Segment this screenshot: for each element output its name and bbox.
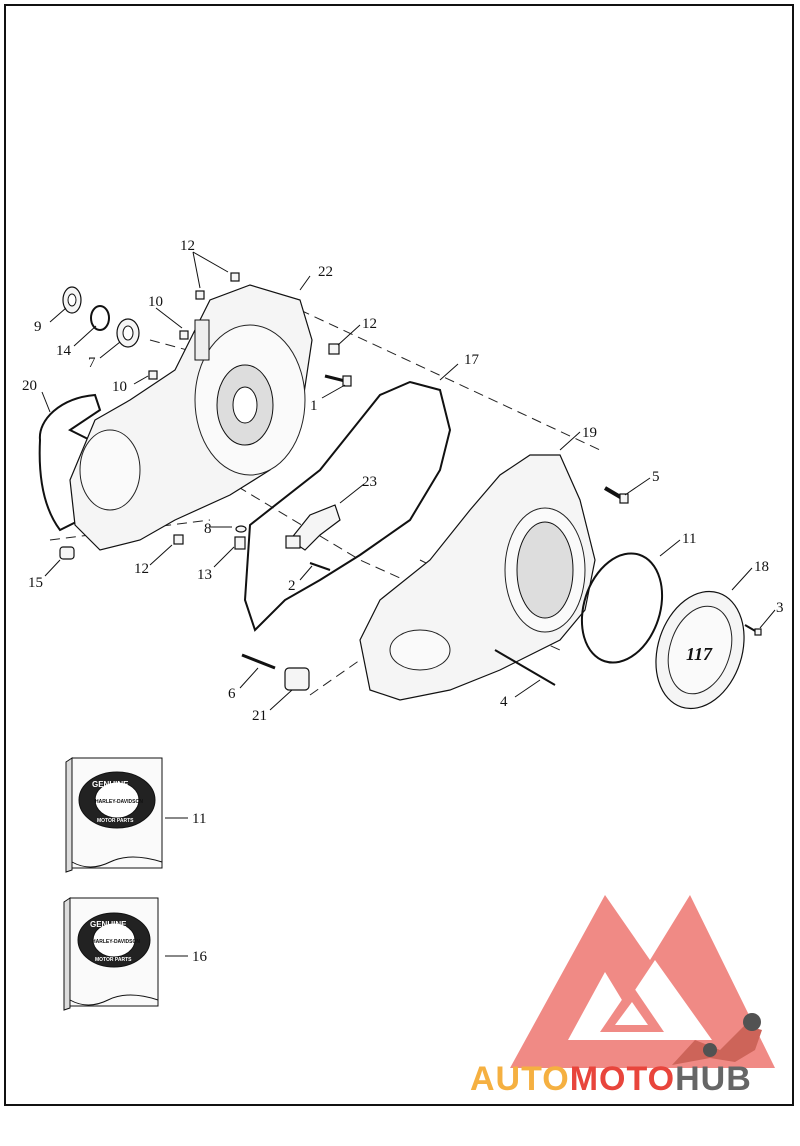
- spacer: [284, 667, 310, 691]
- diagram-frame: [4, 4, 794, 1106]
- callout-1: 1: [310, 398, 318, 414]
- callout-21: 21: [252, 708, 267, 724]
- o-ring: [580, 552, 664, 664]
- callout-15: 15: [28, 575, 43, 591]
- screw-2: [309, 562, 331, 571]
- brand-part-moto: MOTO: [569, 1060, 676, 1098]
- brand-part-auto: AUTO: [470, 1060, 570, 1098]
- callout-13: 13: [197, 567, 212, 583]
- screw-5: [603, 486, 624, 500]
- callout-7: 7: [88, 355, 96, 371]
- callout-11b: 11: [192, 811, 206, 827]
- callout-11a: 11: [682, 531, 696, 547]
- screw-1: [324, 374, 346, 383]
- drain-plug: [234, 536, 246, 550]
- callout-19: 19: [582, 425, 597, 441]
- kit-package-16: GENUINE HARLEY-DAVIDSON MOTOR PARTS: [63, 897, 159, 1011]
- callout-23: 23: [362, 474, 377, 490]
- dowel-pin-c: [328, 343, 340, 355]
- callout-8: 8: [204, 521, 212, 537]
- callout-22: 22: [318, 264, 333, 280]
- callout-14: 14: [56, 343, 72, 359]
- plug-b: [148, 370, 158, 380]
- plug-a: [179, 330, 189, 340]
- primary-cover-gasket: [243, 380, 452, 632]
- kit-label-line2: HARLEY-DAVIDSON: [95, 799, 143, 805]
- callout-12b: 12: [362, 316, 377, 332]
- kit-package-11: GENUINE HARLEY-DAVIDSON MOTOR PARTS: [65, 757, 163, 873]
- dowel-pin-d: [173, 534, 184, 545]
- bolt-4: [494, 649, 556, 686]
- callout-6: 6: [228, 686, 236, 702]
- outer-primary-cover: [359, 454, 596, 701]
- kit-label-line3-b: MOTOR PARTS: [95, 957, 132, 963]
- cable-bracket: [285, 504, 341, 551]
- callout-12a: 12: [180, 238, 195, 254]
- callout-10b: 10: [112, 379, 127, 395]
- callout-labels: 12 22 10 12 9 14 7 10 20 1 17 19 5 23 8 …: [22, 238, 784, 965]
- callout-9: 9: [34, 319, 42, 335]
- dowel-pin-a: [195, 290, 205, 300]
- callout-16: 16: [192, 949, 208, 965]
- callout-4: 4: [500, 694, 508, 710]
- dowel-15: [59, 546, 75, 560]
- washer: [235, 525, 247, 533]
- stud-6: [241, 653, 276, 670]
- derby-badge-text: 117: [686, 644, 713, 664]
- callout-3: 3: [776, 600, 784, 616]
- brand-part-hub: HUB: [675, 1060, 752, 1098]
- watermark-brand-text: AUTOMOTOHUB: [470, 1060, 752, 1099]
- callout-18: 18: [754, 559, 769, 575]
- callout-5: 5: [652, 469, 660, 485]
- kit-label-line1: GENUINE: [92, 780, 129, 789]
- leader-lines: [41, 251, 776, 957]
- callout-20: 20: [22, 378, 37, 394]
- kit-label-line1-b: GENUINE: [90, 920, 127, 929]
- callout-17: 17: [464, 352, 480, 368]
- callout-12c: 12: [134, 561, 149, 577]
- retaining-ring: [90, 305, 110, 331]
- callout-2: 2: [288, 578, 296, 594]
- kit-label-line3: MOTOR PARTS: [97, 818, 134, 824]
- kit-label-line2-b: HARLEY-DAVIDSON: [92, 939, 140, 945]
- derby-cover: 117: [655, 590, 745, 710]
- dowel-pin-b: [230, 272, 240, 282]
- callout-10a: 10: [148, 294, 163, 310]
- inner-primary-housing: [69, 284, 313, 551]
- watermark-logo: [510, 895, 775, 1068]
- fasteners: [59, 272, 762, 691]
